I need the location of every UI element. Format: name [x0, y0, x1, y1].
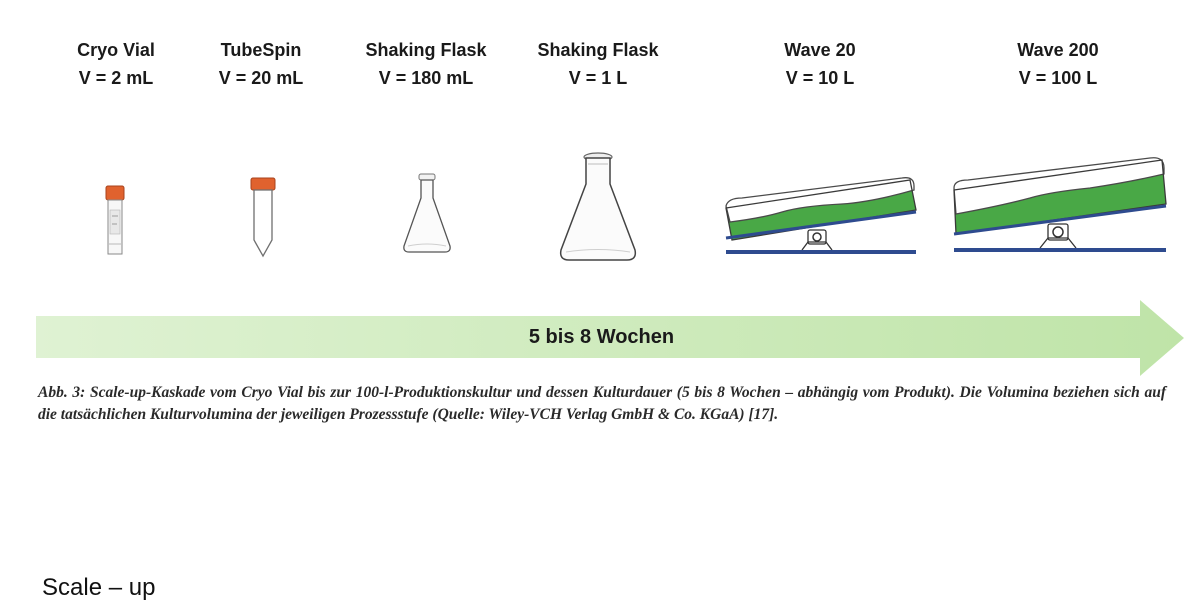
- stage-name: Wave 20: [784, 40, 856, 60]
- stage-name: Shaking Flask: [365, 40, 487, 60]
- cryo-vial-icon: [105, 185, 125, 255]
- stage-label-shaking-flask-large: Shaking Flask V = 1 L: [537, 36, 658, 92]
- stage-label-wave-200: Wave 200 V = 100 L: [1017, 36, 1098, 92]
- shaking-flask-large-icon: [559, 152, 637, 261]
- timeline-arrow: [36, 300, 1184, 376]
- stage-name: TubeSpin: [220, 40, 302, 60]
- stage-name: Shaking Flask: [537, 40, 659, 60]
- stage-volume: V = 2 mL: [78, 68, 154, 88]
- stage-volume: V = 20 mL: [218, 68, 304, 88]
- stage-volume: V = 10 L: [785, 68, 855, 88]
- wave-200-bioreactor-icon: [953, 157, 1167, 252]
- tubespin-icon: [250, 177, 276, 258]
- footer-title: Scale – up: [42, 574, 156, 601]
- stage-volume: V = 100 L: [1018, 68, 1098, 88]
- wave-20-bioreactor-icon: [725, 177, 917, 254]
- stage-name: Wave 200: [1017, 40, 1099, 60]
- stage-label-shaking-flask-small: Shaking Flask V = 180 mL: [365, 36, 486, 92]
- shaking-flask-small-icon: [403, 173, 451, 253]
- stage-label-tubespin: TubeSpin V = 20 mL: [219, 36, 304, 92]
- stage-volume: V = 1 L: [568, 68, 628, 88]
- stage-volume: V = 180 mL: [378, 68, 474, 88]
- stage-label-cryo-vial: Cryo Vial V = 2 mL: [77, 36, 155, 92]
- stage-name: Cryo Vial: [77, 40, 155, 60]
- figure-caption: Abb. 3: Scale-up-Kaskade vom Cryo Vial b…: [38, 384, 1166, 423]
- stage-label-wave-20: Wave 20 V = 10 L: [784, 36, 855, 92]
